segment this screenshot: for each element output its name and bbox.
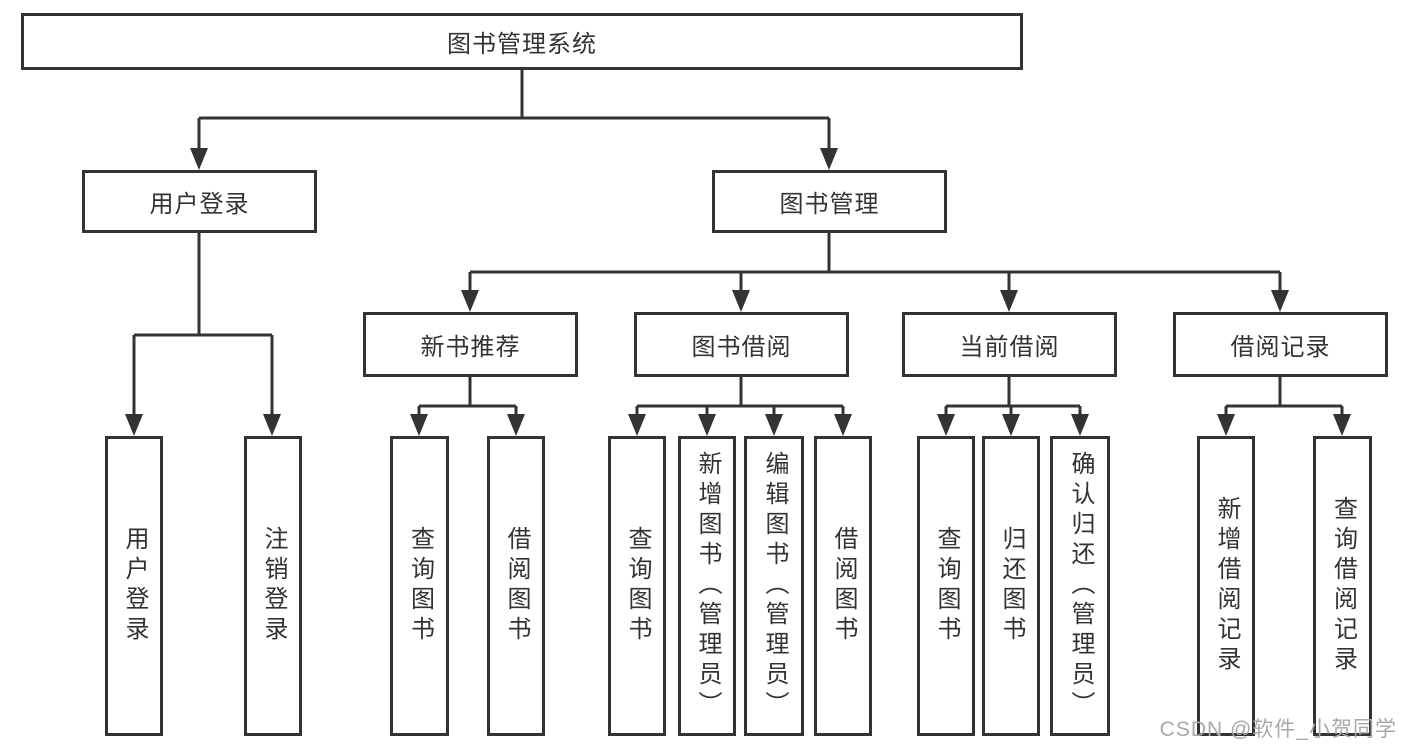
leaf-query-borrow-record-label: 查询借阅记录	[1329, 496, 1357, 676]
leaf-query-books-recommend: 查询图书	[390, 436, 449, 736]
leaf-confirm-return-admin-label: 确认归还（管理员）	[1067, 451, 1094, 721]
leaf-borrow-books-recommend-label: 借阅图书	[503, 526, 530, 646]
leaf-query-books-current-label: 查询图书	[933, 526, 960, 646]
leaf-query-books-recommend-label: 查询图书	[406, 526, 434, 646]
leaf-borrow-books-recommend: 借阅图书	[487, 436, 545, 736]
leaf-logout-login: 注销登录	[244, 436, 302, 736]
node-new-book-recommend: 新书推荐	[363, 312, 578, 377]
node-borrow-records: 借阅记录	[1173, 312, 1388, 377]
leaf-confirm-return-admin: 确认归还（管理员）	[1050, 436, 1110, 736]
leaf-add-book-admin-label: 新增图书（管理员）	[694, 451, 721, 721]
connector-segments	[132, 69, 1344, 419]
leaf-return-book-label: 归还图书	[998, 526, 1025, 646]
node-book-management: 图书管理	[712, 170, 947, 233]
leaf-user-login-label: 用户登录	[121, 526, 148, 646]
leaf-logout-login-label: 注销登录	[260, 526, 287, 646]
arrowheads	[125, 148, 1351, 436]
node-current-borrow: 当前借阅	[902, 312, 1117, 377]
leaf-add-book-admin: 新增图书（管理员）	[678, 436, 736, 736]
leaf-query-books-borrow-label: 查询图书	[624, 526, 651, 646]
leaf-edit-book-admin: 编辑图书（管理员）	[744, 436, 804, 736]
leaf-return-book: 归还图书	[982, 436, 1040, 736]
leaf-borrow-books-borrow: 借阅图书	[814, 436, 872, 736]
node-library-management-system: 图书管理系统	[21, 13, 1023, 70]
node-book-borrow: 图书借阅	[634, 312, 849, 377]
leaf-query-books-current: 查询图书	[917, 436, 975, 736]
csdn-watermark: CSDN @软件_小贺同学	[1159, 718, 1397, 741]
node-user-login: 用户登录	[82, 170, 317, 233]
leaf-borrow-books-borrow-label: 借阅图书	[830, 526, 857, 646]
leaf-add-borrow-record: 新增借阅记录	[1197, 436, 1255, 736]
leaf-query-books-borrow: 查询图书	[608, 436, 666, 736]
leaf-query-borrow-record: 查询借阅记录	[1313, 436, 1372, 736]
leaf-edit-book-admin-label: 编辑图书（管理员）	[761, 451, 788, 721]
leaf-user-login: 用户登录	[105, 436, 163, 736]
leaf-add-borrow-record-label: 新增借阅记录	[1213, 496, 1240, 676]
